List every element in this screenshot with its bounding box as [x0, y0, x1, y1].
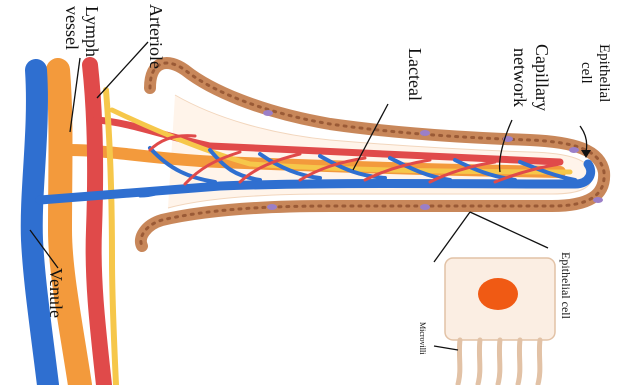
goblet-cell: [593, 197, 603, 203]
label-epithelial-top-line1: Epithelial: [596, 44, 612, 102]
leader-lymph: [70, 58, 80, 132]
label-microvilli: Microvilli: [418, 322, 427, 355]
goblet-cell: [569, 147, 579, 153]
label-epithelial-top-line2: cell: [578, 62, 594, 84]
goblet-cell: [420, 204, 430, 210]
label-lacteal: Lacteal: [405, 48, 425, 101]
leader-microvilli: [434, 346, 458, 350]
goblet-cell: [263, 110, 273, 116]
label-lymph-vessel-line1: Lymph: [82, 6, 102, 57]
goblet-cell: [420, 130, 430, 136]
epithelial-cell-detail: [445, 258, 555, 384]
label-capillary-line2: network: [510, 48, 530, 107]
label-venule: Venule: [46, 268, 66, 318]
leader-arteriole: [97, 42, 148, 98]
goblet-cell: [267, 204, 277, 210]
microvilli: [458, 340, 540, 384]
label-capillary-line1: Capillary: [532, 44, 552, 111]
label-arteriole: Arteriole: [146, 4, 166, 69]
leader-epithelial-bottom-a: [434, 212, 470, 262]
label-epithelial-bottom: Epithelial cell: [559, 252, 573, 320]
label-lymph-vessel-line2: vessel: [62, 6, 82, 50]
cell-nucleus: [478, 278, 518, 310]
leader-epithelial-bottom-b: [470, 212, 548, 248]
